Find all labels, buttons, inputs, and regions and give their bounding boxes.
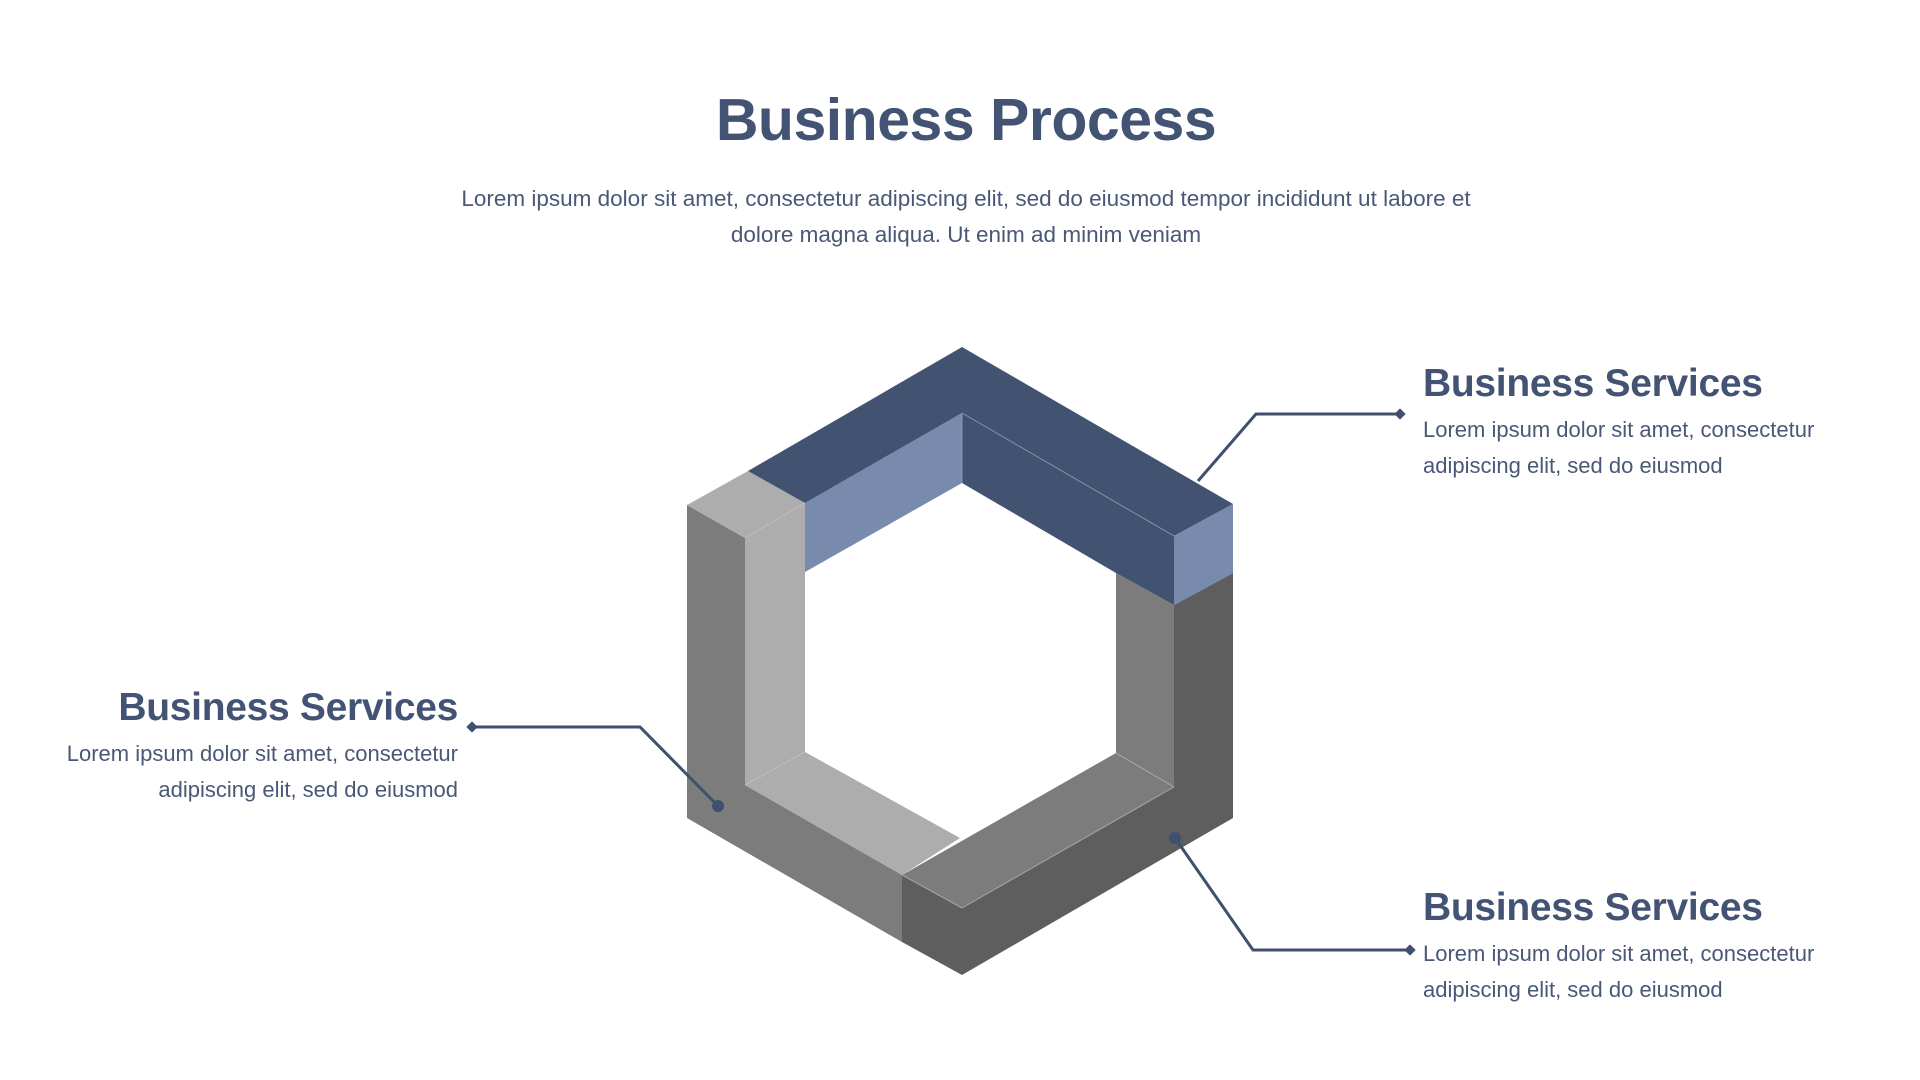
slide-subtitle: Lorem ipsum dolor sit amet, consectetur … <box>461 186 1471 247</box>
blue-inner-right-face <box>962 413 1174 605</box>
callout-text: Lorem ipsum dolor sit amet, consectetur … <box>1423 417 1815 478</box>
blue-top-face <box>748 347 1233 536</box>
connector-dot-left <box>712 800 724 812</box>
grey-left-inner-face <box>745 503 805 785</box>
callout-text: Lorem ipsum dolor sit amet, consectetur … <box>66 741 458 802</box>
callout-left: Business Services Lorem ipsum dolor sit … <box>60 684 459 808</box>
connector-diamond-top-right <box>1394 408 1406 420</box>
grey-right-inner-face <box>1116 573 1174 787</box>
grey-left-outer-face <box>687 505 902 942</box>
connector-diamond-bottom-right <box>1404 944 1416 956</box>
grey-bottom-top-face <box>745 752 960 875</box>
blue-end-face <box>1174 504 1233 605</box>
connector-bottom-right <box>1173 837 1410 952</box>
blue-inner-left-face <box>805 413 962 572</box>
callout-heading: Business Services <box>1423 362 1763 405</box>
connector-dot-bottom-right <box>1169 832 1181 844</box>
callout-text: Lorem ipsum dolor sit amet, consectetur … <box>1423 941 1815 1002</box>
connector-top-right <box>1196 412 1400 482</box>
slide-title: Business Process <box>715 87 1217 153</box>
grey-right-bottom-top-face <box>902 753 1174 908</box>
callout-top-right: Business Services Lorem ipsum dolor sit … <box>1423 360 1903 484</box>
callout-heading: Business Services <box>118 686 458 729</box>
connectors <box>466 408 1416 956</box>
callout-heading: Business Services <box>1423 886 1763 929</box>
grey-right-outer-face <box>962 573 1233 975</box>
hexagon-3d <box>687 347 1233 975</box>
edge-highlights <box>961 412 1175 537</box>
connector-left <box>472 725 720 808</box>
grey-left-cap <box>687 471 805 538</box>
callout-bottom-right: Business Services Lorem ipsum dolor sit … <box>1423 884 1903 1008</box>
connector-diamond-left <box>466 721 478 733</box>
